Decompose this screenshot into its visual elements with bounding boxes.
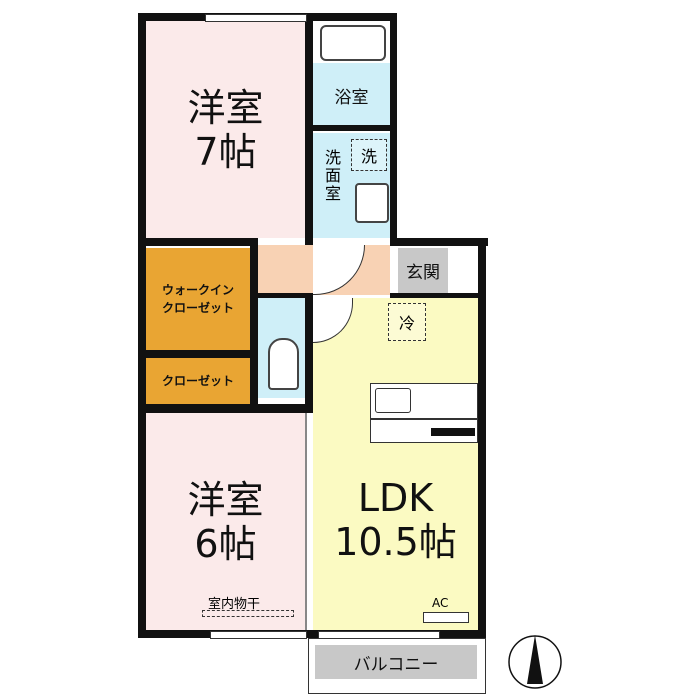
wall	[138, 404, 313, 413]
washer-icon: 洗	[351, 139, 387, 171]
closet-label-line1: ウォークイン	[161, 283, 234, 297]
room-ldk	[313, 298, 478, 630]
balcony-label: バルコニー	[353, 654, 439, 675]
wall	[313, 125, 390, 131]
wall	[258, 293, 313, 298]
room-name: 洋室	[187, 85, 264, 130]
room-western-7: 洋室 7帖	[146, 21, 305, 238]
counter-wall	[431, 428, 475, 436]
room-bath: 浴室	[313, 63, 390, 127]
fridge-label: 冷	[398, 314, 415, 333]
kitchen-sink-icon	[375, 388, 411, 413]
balcony: バルコニー	[308, 638, 486, 694]
wall	[138, 350, 250, 358]
counter-line	[371, 418, 477, 420]
room-name: 洗面室	[322, 149, 341, 203]
room-toilet	[258, 298, 305, 398]
wall	[138, 238, 258, 246]
drying-rack-label: 室内物干	[208, 597, 261, 612]
room-size: 10.5帖	[334, 520, 457, 564]
closet-label: クローゼット	[161, 374, 234, 388]
wall	[305, 13, 313, 245]
toilet-icon	[268, 338, 299, 390]
room-washroom: 洗面室 洗	[313, 133, 390, 238]
drying-rack-icon	[202, 610, 294, 617]
room-name: 洋室	[187, 477, 264, 522]
washer-label: 洗	[360, 147, 377, 166]
walkin-closet: ウォークイン クローゼット	[146, 248, 250, 350]
ac-label: AC	[432, 596, 449, 610]
wall	[250, 238, 258, 413]
window	[210, 631, 307, 639]
fridge-icon: 冷	[388, 303, 426, 341]
room-name: 浴室	[334, 87, 369, 108]
room-name: LDK	[357, 476, 434, 520]
room-western-6: 洋室 6帖	[146, 413, 305, 630]
wall	[390, 238, 488, 246]
partition	[305, 413, 307, 630]
window	[205, 14, 307, 22]
room-name: 玄関	[406, 263, 440, 283]
north-arrow-icon	[508, 635, 562, 689]
wall	[390, 13, 397, 245]
closet-label-line2: クローゼット	[161, 301, 234, 315]
room-size: 7帖	[194, 129, 257, 174]
sink-icon	[355, 183, 389, 223]
shoe-box	[450, 248, 476, 293]
wall	[478, 238, 486, 638]
wall	[390, 293, 478, 298]
ldk-label: LDK 10.5帖	[313, 470, 478, 570]
bathtub-icon	[320, 25, 386, 61]
room-size: 6帖	[194, 521, 257, 566]
ac-icon	[423, 612, 469, 623]
kitchen-counter	[370, 383, 478, 443]
wall	[138, 630, 486, 638]
room-entrance: 玄関	[398, 248, 448, 293]
wall	[305, 293, 313, 413]
wall	[138, 13, 146, 638]
closet: クローゼット	[146, 358, 250, 404]
balcony-floor: バルコニー	[315, 645, 477, 679]
